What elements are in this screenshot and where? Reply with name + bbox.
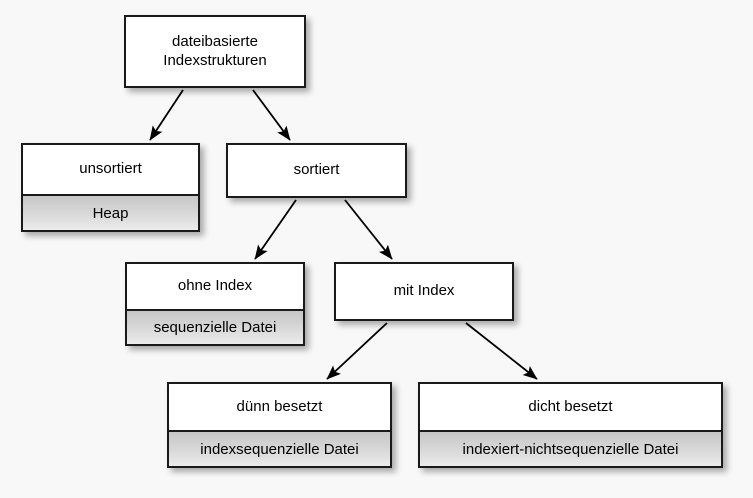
edge-root-to-sortiert (252, 89, 291, 141)
node-sortiert-title: sortiert (228, 145, 405, 196)
node-unsortiert-subcell: Heap (23, 196, 198, 230)
edge-mit-index-to-duenn (326, 322, 388, 380)
edge-mit-index-to-dicht (465, 322, 538, 380)
node-mit-index-title: mit Index (336, 264, 512, 319)
edge-sortiert-to-ohne-index (254, 199, 297, 260)
node-ohne-index-title: ohne Index (127, 264, 303, 311)
node-duenn-besetzt-subcell: indexsequenzielle Datei (169, 432, 390, 466)
node-mit-index[interactable]: mit Index (334, 262, 514, 321)
node-ohne-index-subcell: sequenzielle Datei (127, 311, 303, 344)
node-dicht-besetzt-subcell: indexiert-nichtsequenzielle Datei (420, 432, 721, 466)
edge-sortiert-to-mit-index (344, 199, 393, 260)
node-root[interactable]: dateibasierte Indexstrukturen (124, 15, 306, 88)
node-root-title: dateibasierte Indexstrukturen (126, 17, 304, 86)
node-unsortiert-title: unsortiert (23, 145, 198, 196)
node-sortiert[interactable]: sortiert (226, 143, 407, 198)
node-duenn-besetzt-title: dünn besetzt (169, 384, 390, 432)
edge-root-to-unsortiert (149, 89, 184, 141)
node-dicht-besetzt-title: dicht besetzt (420, 384, 721, 432)
